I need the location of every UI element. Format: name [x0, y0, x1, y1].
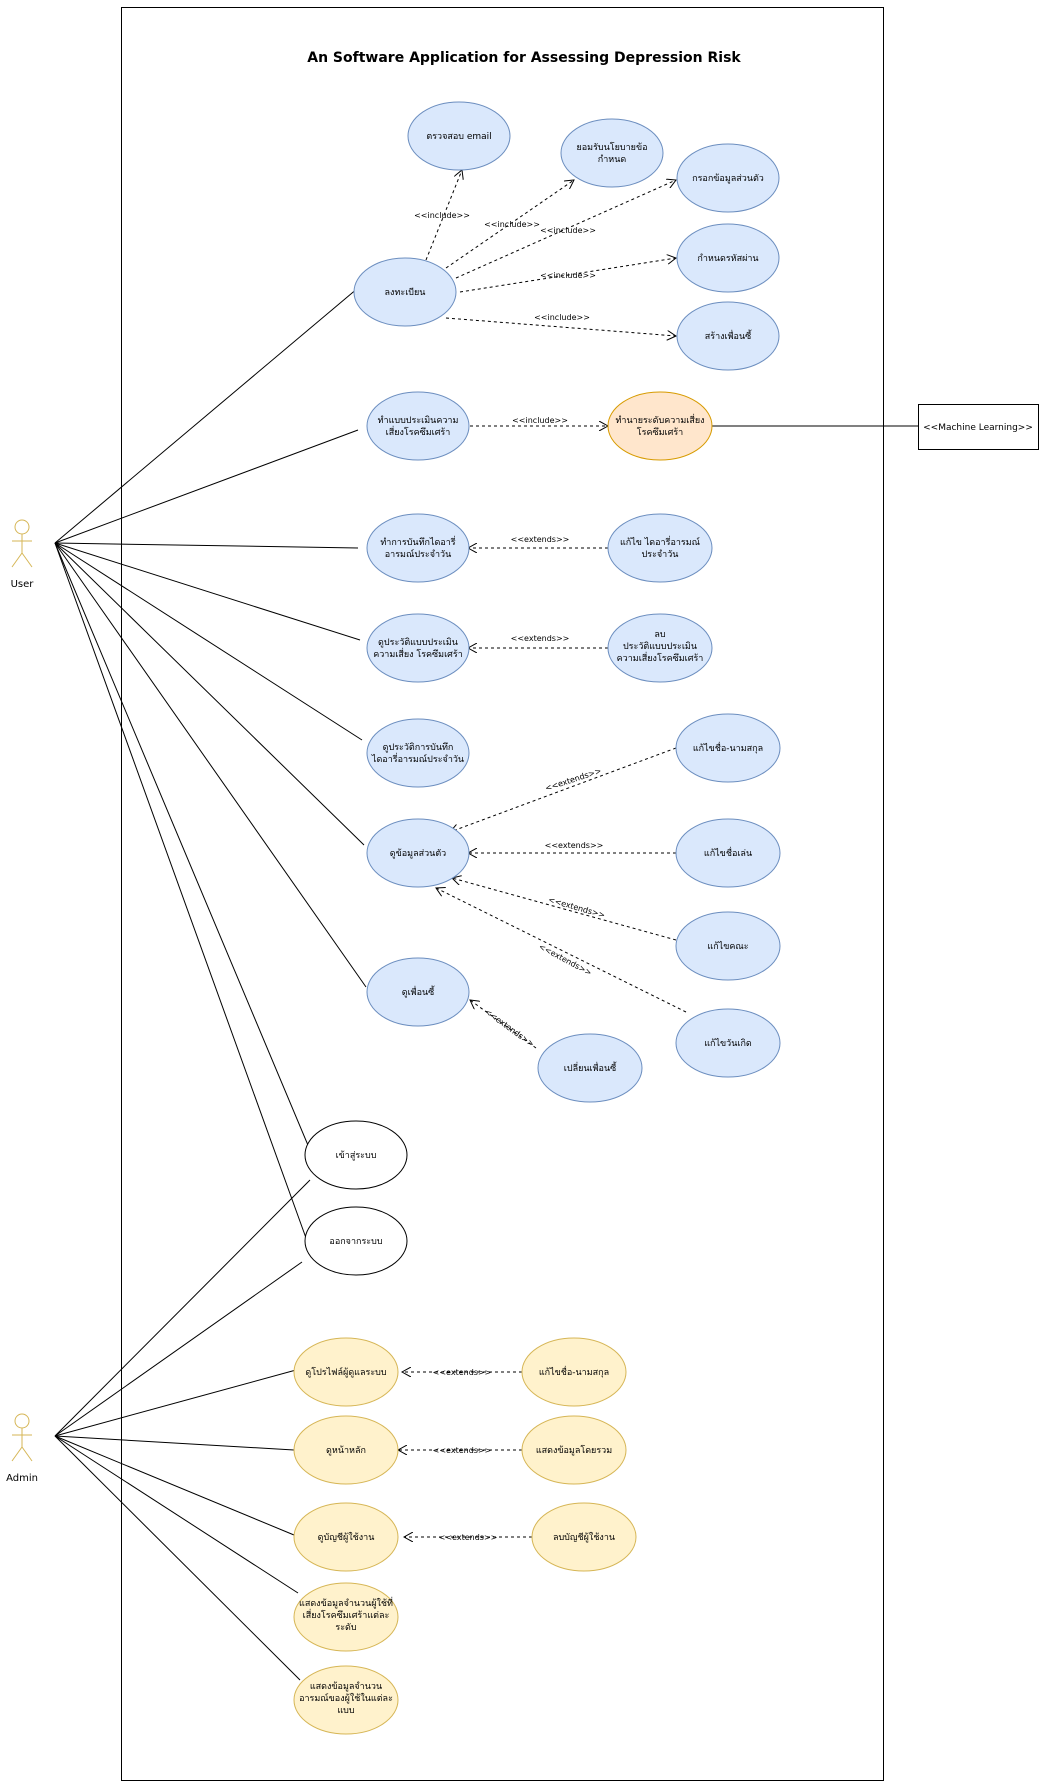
usecase-view-assessment-history-label: ความเสี่ยง โรคซึมเศร้า [373, 647, 463, 660]
usecase-predict-risk-label: ทำนายระดับความเสี่ยง [616, 413, 705, 426]
usecase-logout-label: ออกจากระบบ [329, 1237, 382, 1247]
diagram-title: An Software Application for Assessing De… [307, 50, 741, 66]
extends-label: <<extends>> [545, 841, 604, 850]
usecase-delete-assessment-history[interactable]: ลบ ประวัติแบบประเมิน ความเสี่ยงโรคซึมเศร… [607, 613, 713, 683]
usecase-admin-show-mood-counts-label: อารมณ์ของผู้ใช้ในแต่ละ [299, 1692, 393, 1704]
usecase-record-diary[interactable]: ทำการบันทึกไดอารี่ อารมณ์ประจำวัน [366, 513, 470, 583]
usecase-admin-view-profile[interactable]: ดูโปรไฟล์ผู้ดูแลระบบ [293, 1337, 399, 1407]
usecase-view-buddy-label: ดูเพื่อนซี้ [402, 985, 436, 998]
usecase-admin-show-risk-counts-label: เสี่ยงโรคซึมเศร้าแต่ละ [303, 1608, 390, 1621]
machine-learning-label: <<Machine Learning>> [923, 423, 1033, 433]
usecase-take-assessment-label: ทำแบบประเมินความ [378, 415, 459, 426]
usecase-register[interactable]: ลงทะเบียน [353, 257, 457, 327]
usecase-edit-birthday-label: แก้ไขวันเกิด [704, 1038, 752, 1049]
usecase-edit-diary-label: ประจำวัน [642, 549, 679, 560]
usecase-edit-nickname-label: แก้ไขชื่อเล่น [704, 846, 752, 859]
usecase-admin-show-risk-counts-label: ระดับ [335, 1623, 357, 1633]
usecase-admin-view-profile-label: ดูโปรไฟล์ผู้ดูแลระบบ [305, 1366, 386, 1378]
usecase-delete-assessment-history-label: ลบ [654, 630, 666, 640]
usecase-view-profile[interactable]: ดูข้อมูลส่วนตัว [366, 818, 470, 888]
usecase-admin-show-risk-counts[interactable]: แสดงข้อมูลจำนวนผู้ใช้ที่ เสี่ยงโรคซึมเศร… [293, 1582, 399, 1652]
usecase-register-label: ลงทะเบียน [385, 287, 426, 298]
usecase-edit-diary[interactable]: แก้ไข ไดอารี่อารมณ์ ประจำวัน [607, 513, 713, 583]
usecase-predict-risk[interactable]: ทำนายระดับความเสี่ยง โรคซึมเศร้า [607, 391, 713, 461]
usecase-accept-policy-label: ยอมรับนโยบายข้อ [576, 142, 647, 153]
extends-label: <<extends>> [511, 535, 570, 544]
usecase-login[interactable]: เข้าสู่ระบบ [304, 1120, 408, 1190]
include-label: <<include>> [512, 416, 568, 425]
usecase-record-diary-label: อารมณ์ประจำวัน [385, 548, 452, 560]
extends-label: <<extends>> [483, 1007, 536, 1049]
usecase-change-buddy-label: เปลี่ยนเพื่อนซี้ [564, 1061, 618, 1074]
usecase-admin-edit-name[interactable]: แก้ไขชื่อ-นามสกุล [521, 1337, 627, 1407]
usecase-view-assessment-history[interactable]: ดูประวัติแบบประเมิน ความเสี่ยง โรคซึมเศร… [366, 613, 470, 683]
usecase-check-email-label: ตรวจสอบ email [426, 132, 491, 142]
usecase-delete-assessment-history-label: ประวัติแบบประเมิน [623, 641, 697, 652]
extends-label: <<extends>> [433, 1368, 492, 1377]
usecase-delete-assessment-history-label: ความเสี่ยงโรคซึมเศร้า [617, 651, 704, 664]
extends-label: <<extends>> [537, 942, 593, 978]
extends-label: <<extends>> [544, 766, 603, 793]
usecase-admin-show-risk-counts-label: แสดงข้อมูลจำนวนผู้ใช้ที่ [299, 1596, 393, 1609]
associations [54, 287, 918, 1681]
usecase-admin-edit-name-label: แก้ไขชื่อ-นามสกุล [539, 1365, 609, 1378]
usecase-admin-view-home[interactable]: ดูหน้าหลัก [293, 1415, 399, 1485]
usecase-accept-policy-label: กำหนด [598, 154, 627, 165]
usecase-edit-faculty[interactable]: แก้ไขคณะ [675, 911, 781, 981]
usecase-admin-delete-account[interactable]: ลบบัญชีผู้ใช้งาน [531, 1502, 637, 1572]
usecase-fill-personal-info[interactable]: กรอกข้อมูลส่วนตัว [676, 143, 780, 213]
extends-label: <<extends>> [439, 1533, 498, 1542]
usecase-predict-risk-label: โรคซึมเศร้า [637, 427, 683, 438]
include-label: <<include>> [540, 226, 596, 235]
usecase-edit-diary-label: แก้ไข ไดอารี่อารมณ์ [620, 535, 700, 548]
usecase-check-email[interactable]: ตรวจสอบ email [407, 101, 511, 171]
actor-admin-label: Admin [6, 1473, 38, 1484]
usecase-change-buddy[interactable]: เปลี่ยนเพื่อนซี้ [537, 1033, 643, 1103]
usecase-admin-view-accounts-label: ดูบัญชีผู้ใช้งาน [318, 1532, 375, 1543]
usecase-logout[interactable]: ออกจากระบบ [304, 1206, 408, 1276]
include-label: <<include>> [540, 271, 596, 280]
actor-user: User [11, 519, 35, 590]
dependencies [398, 170, 687, 1537]
usecase-record-diary-label: ทำการบันทึกไดอารี่ [380, 535, 455, 548]
usecase-view-diary-history-label: ไดอารี่อารมณ์ประจำวัน [371, 752, 464, 765]
usecase-view-buddy[interactable]: ดูเพื่อนซี้ [366, 957, 470, 1027]
include-label: <<include>> [414, 211, 470, 220]
usecase-admin-show-mood-counts-label: แสดงข้อมูลจำนวน [310, 1681, 382, 1692]
usecase-edit-faculty-label: แก้ไขคณะ [707, 941, 748, 952]
machine-learning-system: <<Machine Learning>> [918, 404, 1039, 450]
usecase-edit-nickname[interactable]: แก้ไขชื่อเล่น [675, 818, 781, 888]
usecase-set-password[interactable]: กำหนดรหัสผ่าน [676, 223, 780, 293]
usecase-take-assessment-label: เสี่ยงโรคซึมเศร้า [386, 425, 451, 438]
usecase-view-diary-history-label: ดูประวัติการบันทึก [383, 742, 454, 753]
actor-user-label: User [11, 579, 35, 590]
usecase-accept-policy[interactable]: ยอมรับนโยบายข้อ กำหนด [560, 118, 664, 188]
usecase-edit-name[interactable]: แก้ไขชื่อ-นามสกุล [675, 713, 781, 783]
usecase-admin-show-overview[interactable]: แสดงข้อมูลโดยรวม [521, 1415, 627, 1485]
usecase-admin-view-home-label: ดูหน้าหลัก [326, 1445, 366, 1456]
extends-label: <<extends>> [511, 634, 570, 643]
usecase-create-buddy[interactable]: สร้างเพื่อนซี้ [676, 301, 780, 371]
usecase-view-diary-history[interactable]: ดูประวัติการบันทึก ไดอารี่อารมณ์ประจำวัน [366, 718, 470, 788]
usecase-edit-name-label: แก้ไขชื่อ-นามสกุล [693, 741, 763, 754]
usecase-create-buddy-label: สร้างเพื่อนซี้ [705, 329, 753, 342]
extends-label: <<extends>> [433, 1446, 492, 1455]
usecase-admin-show-mood-counts[interactable]: แสดงข้อมูลจำนวน อารมณ์ของผู้ใช้ในแต่ละ แ… [293, 1665, 399, 1735]
usecase-admin-view-accounts[interactable]: ดูบัญชีผู้ใช้งาน [293, 1502, 399, 1572]
usecase-admin-delete-account-label: ลบบัญชีผู้ใช้งาน [553, 1532, 615, 1543]
usecase-view-profile-label: ดูข้อมูลส่วนตัว [390, 848, 446, 859]
usecase-fill-personal-info-label: กรอกข้อมูลส่วนตัว [692, 173, 764, 184]
include-label: <<include>> [484, 220, 540, 229]
usecase-login-label: เข้าสู่ระบบ [336, 1150, 377, 1161]
usecase-admin-show-mood-counts-label: แบบ [337, 1706, 355, 1716]
extends-label: <<extends>> [547, 895, 606, 920]
usecase-admin-show-overview-label: แสดงข้อมูลโดยรวม [536, 1445, 612, 1456]
usecase-set-password-label: กำหนดรหัสผ่าน [697, 253, 758, 264]
usecase-edit-birthday[interactable]: แก้ไขวันเกิด [675, 1008, 781, 1078]
actor-admin: Admin [6, 1413, 38, 1484]
usecase-take-assessment[interactable]: ทำแบบประเมินความ เสี่ยงโรคซึมเศร้า [366, 391, 470, 461]
usecase-view-assessment-history-label: ดูประวัติแบบประเมิน [378, 637, 458, 648]
include-label: <<include>> [534, 313, 590, 322]
